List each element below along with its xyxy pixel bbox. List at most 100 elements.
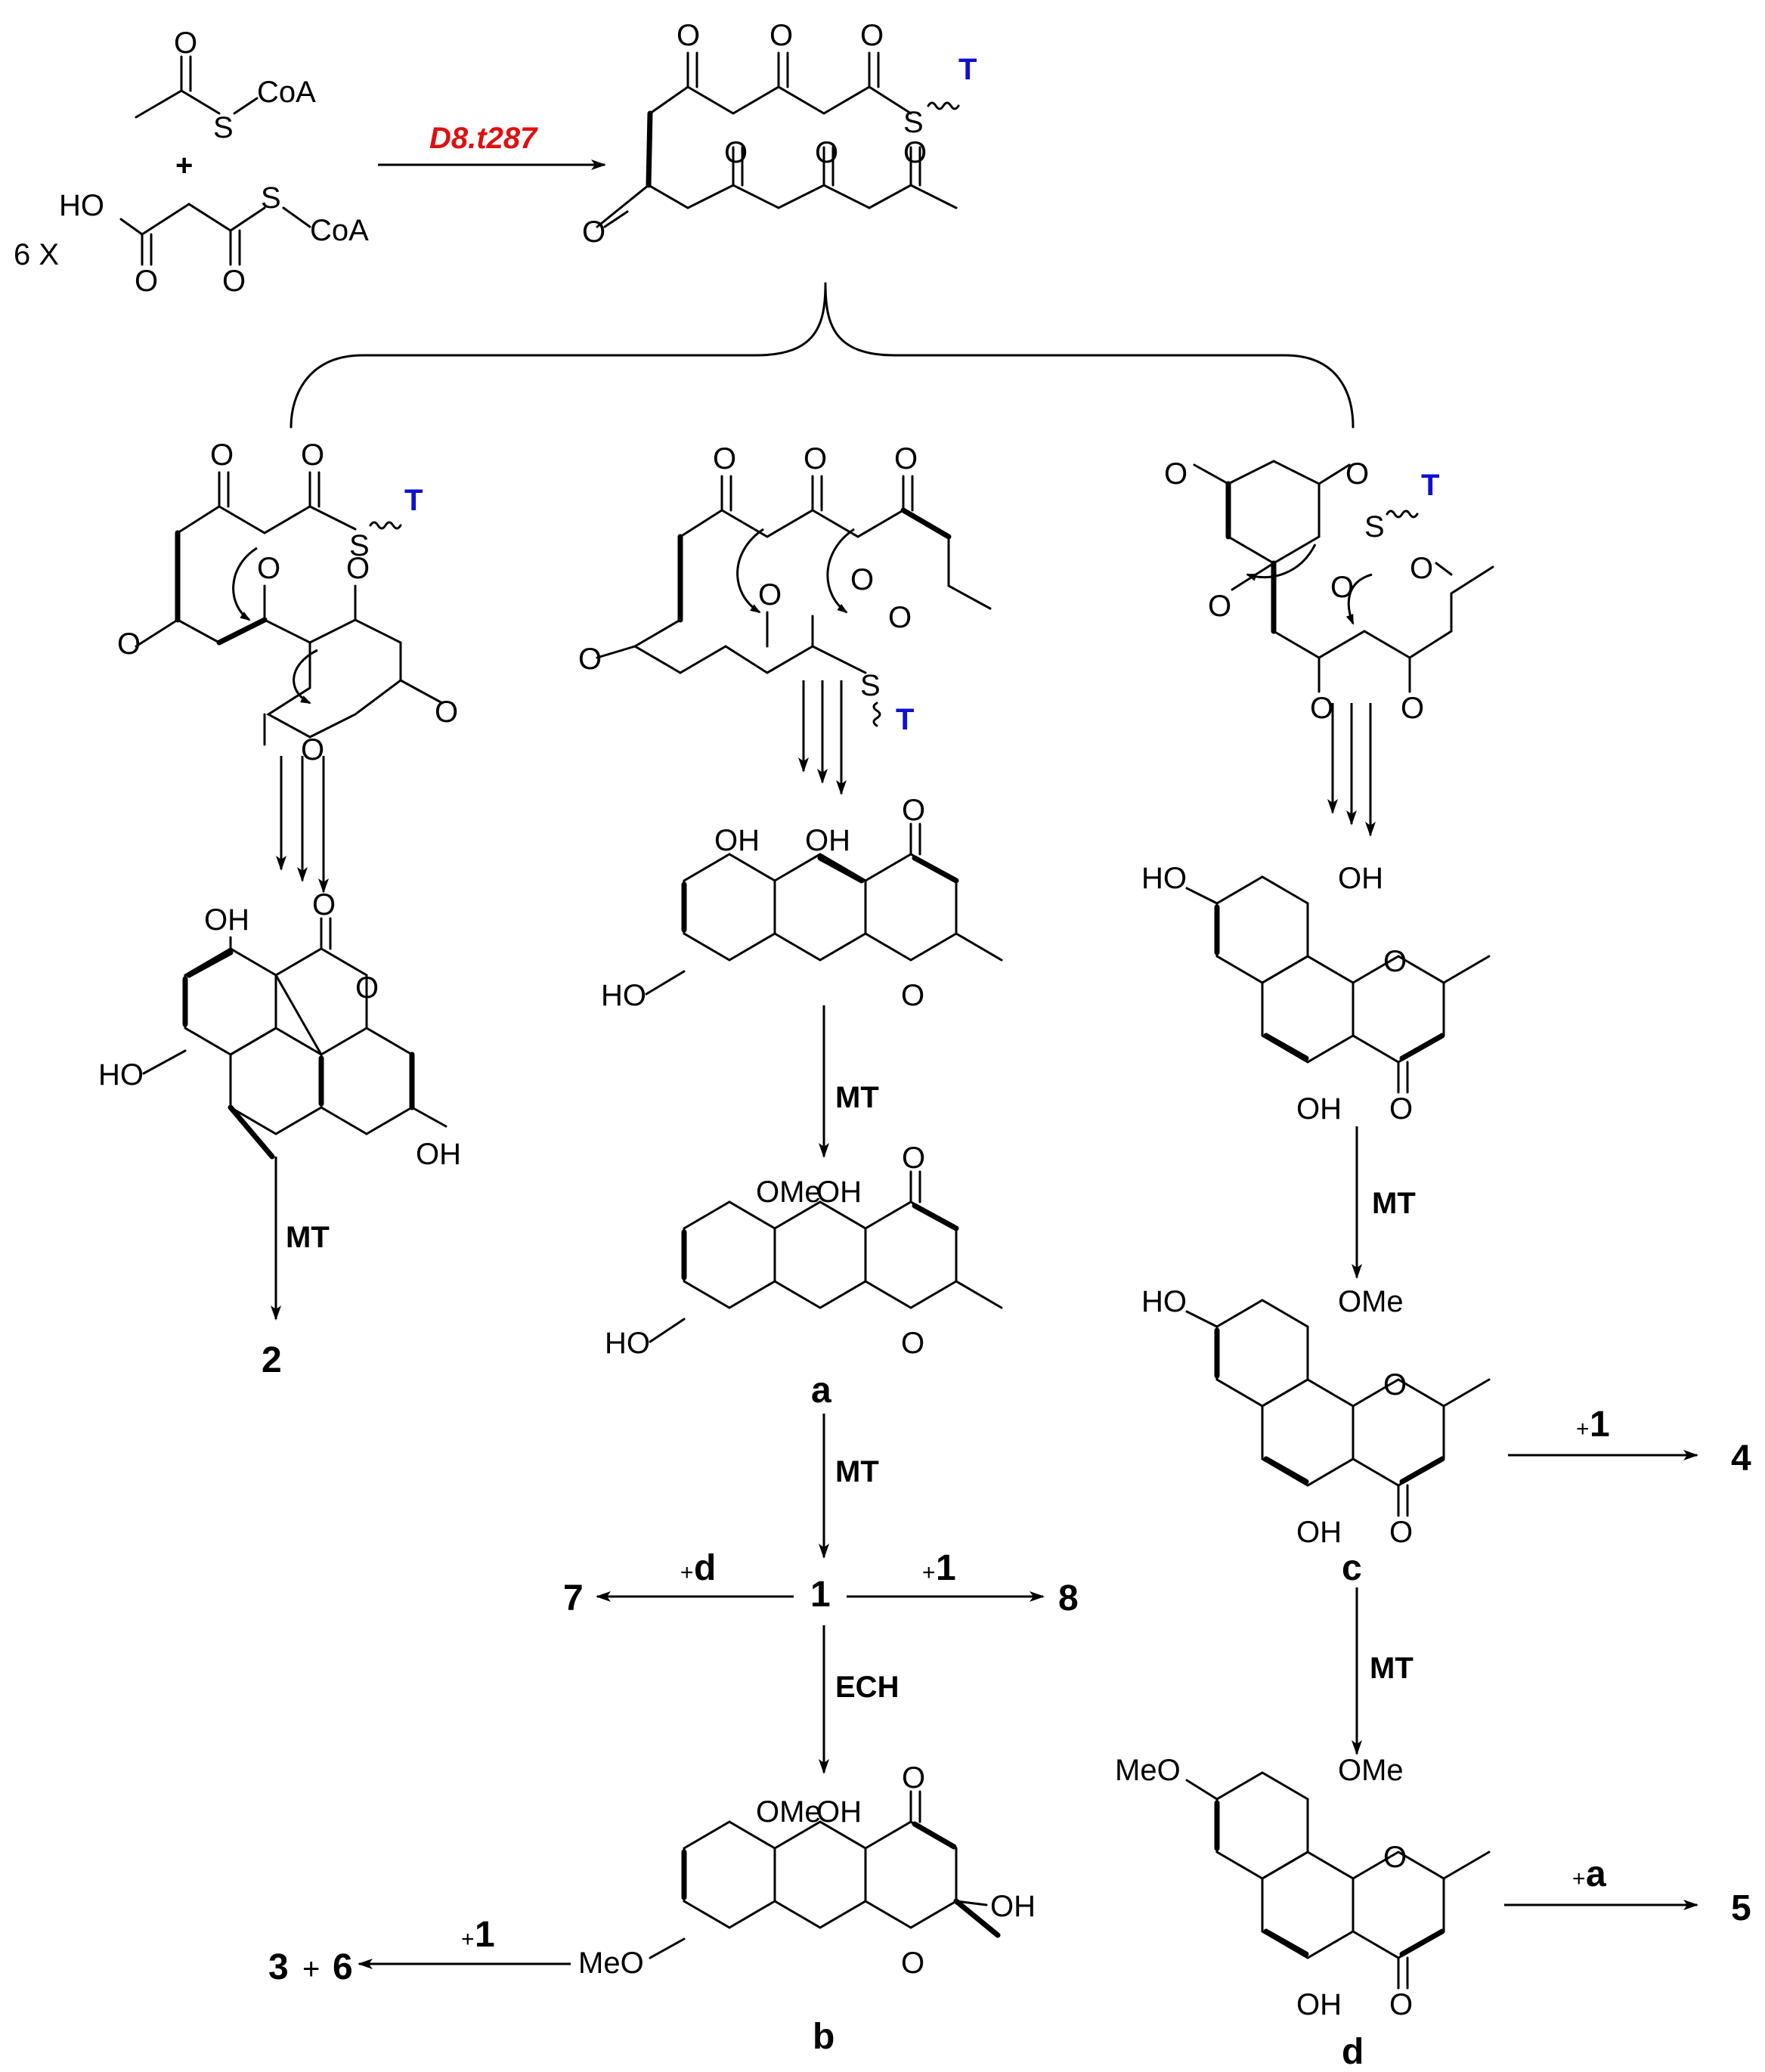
lp-o3: O <box>860 19 884 52</box>
ech-label: ECH <box>835 1671 899 1704</box>
middle-folded-intermediate: O O O O O O O S T <box>578 442 992 736</box>
a-ring-o: O <box>901 1327 924 1360</box>
nap-carbonyl-o: O <box>902 794 925 827</box>
right-folded-intermediate: O O S T O O O O O <box>1164 457 1494 725</box>
b-ring-o: O <box>901 1947 924 1980</box>
plus-a-sign: + <box>1572 1866 1586 1891</box>
rn-oh1: OH <box>1338 862 1383 895</box>
b-meo: MeO <box>578 1947 644 1980</box>
a-ome: OMe <box>756 1175 822 1209</box>
compound-1: 1 <box>810 1575 831 1615</box>
malonyl-multiplier: 6 X <box>14 238 59 271</box>
d-carbonyl-o: O <box>1389 1988 1413 2021</box>
malonyl-coa-label: CoA <box>310 214 369 247</box>
right-naphthopyranone: HO OH O OH O <box>1141 862 1491 1126</box>
lf-o2: O <box>301 438 324 472</box>
compound-2: 2 <box>262 1340 282 1380</box>
lf-t: T <box>404 484 423 517</box>
compound-b-structure: O OMe OH OH MeO O <box>578 1761 1036 1980</box>
compound-8: 8 <box>1058 1578 1079 1618</box>
acetyl-coa-carbonyl-o: O <box>174 26 197 60</box>
nap-oh1: OH <box>714 824 760 857</box>
d-oh: OH <box>1296 1988 1342 2021</box>
compound-6: 6 <box>333 1947 353 1987</box>
mf-t: T <box>896 703 914 736</box>
rf-o1: O <box>1164 457 1188 491</box>
mf-o3: O <box>894 442 918 475</box>
compound-b-label: b <box>813 2017 835 2057</box>
compound-d-structure: MeO OMe O OH O <box>1115 1754 1491 2021</box>
plus-1-letter-4: 1 <box>1590 1405 1610 1445</box>
mf-o5: O <box>758 578 782 612</box>
plus-1-sign-36: + <box>461 1927 475 1952</box>
c-ome: OMe <box>1338 1285 1404 1318</box>
mf-o1: O <box>713 442 736 475</box>
linear-polyketide: O O O S T O O O O <box>582 19 977 249</box>
dbp-ho-left: HO <box>98 1058 144 1092</box>
dbp-oh-right: OH <box>416 1138 461 1171</box>
mf-o4: O <box>578 643 602 676</box>
dbp-carbonyl-o: O <box>312 888 336 921</box>
lp-o5: O <box>724 136 748 169</box>
c-ring-o: O <box>1383 1368 1407 1401</box>
lp-s: S <box>903 106 924 139</box>
d-ring-o: O <box>1383 1841 1407 1874</box>
rf-o2: O <box>1345 457 1369 491</box>
mt-right-1-label: MT <box>1372 1187 1416 1220</box>
malonyl-ho: HO <box>59 189 104 222</box>
reagent-plus: + <box>175 149 193 182</box>
compound-c-label: c <box>1342 1548 1362 1588</box>
compound-a-label: a <box>811 1370 831 1411</box>
lp-o7: O <box>903 136 927 169</box>
c-oh: OH <box>1296 1516 1342 1549</box>
compound-c-structure: HO OMe O OH O <box>1141 1285 1491 1549</box>
malonyl-o2: O <box>222 265 246 298</box>
b-carbonyl-o: O <box>902 1761 925 1795</box>
lp-thiolation-t: T <box>958 53 977 86</box>
mf-o2: O <box>804 442 827 475</box>
acetyl-coa: O S CoA <box>135 26 316 144</box>
malonyl-s: S <box>261 181 281 215</box>
rn-carbonyl-o: O <box>1389 1092 1413 1126</box>
lf-o5: O <box>346 552 370 585</box>
mf-o6: O <box>850 563 874 596</box>
compound-3: 3 <box>268 1947 289 1987</box>
lf-s: S <box>349 529 370 562</box>
lf-o1: O <box>210 438 234 472</box>
brace-right <box>824 282 1355 429</box>
a-oh: OH <box>816 1175 862 1209</box>
plus-d-sign: + <box>680 1560 694 1585</box>
b-oh1: OH <box>816 1795 862 1829</box>
rf-o7: O <box>1330 571 1354 604</box>
c-ho: HO <box>1141 1285 1187 1318</box>
plus-3-6: + <box>302 1953 320 1986</box>
rf-s: S <box>1364 510 1385 544</box>
nap-ring-o: O <box>901 979 924 1012</box>
plus-1-sign-4: + <box>1576 1417 1590 1442</box>
c-carbonyl-o: O <box>1389 1516 1413 1549</box>
compound-5: 5 <box>1731 1888 1751 1928</box>
nap-ho: HO <box>601 979 646 1012</box>
malonyl-o1: O <box>135 265 158 298</box>
mf-o7: O <box>888 601 912 634</box>
d-ome: OMe <box>1338 1754 1404 1787</box>
plus-1-letter-36: 1 <box>475 1915 495 1955</box>
rf-o4: O <box>1310 692 1333 725</box>
rf-o5: O <box>1401 692 1424 725</box>
mt-left-label: MT <box>286 1221 330 1254</box>
rf-o3: O <box>1208 590 1231 623</box>
plus-a-letter: a <box>1586 1854 1606 1894</box>
plus-1-letter-8: 1 <box>936 1548 956 1588</box>
plus-d-letter: d <box>694 1548 716 1588</box>
lf-o7: O <box>435 695 458 729</box>
lp-o6: O <box>815 136 838 169</box>
malonyl-coa: 6 X HO O O S CoA <box>14 181 369 298</box>
d-meo: MeO <box>1115 1754 1181 1787</box>
mt-middle-1-label: MT <box>835 1081 879 1114</box>
rn-ho: HO <box>1141 862 1187 895</box>
left-folded-intermediate: O O S T O O O O O <box>117 438 458 767</box>
mt-right-2-label: MT <box>1370 1652 1414 1685</box>
left-dibenzopyranone: O O OH OH HO <box>98 888 461 1171</box>
rf-o6: O <box>1410 552 1433 585</box>
